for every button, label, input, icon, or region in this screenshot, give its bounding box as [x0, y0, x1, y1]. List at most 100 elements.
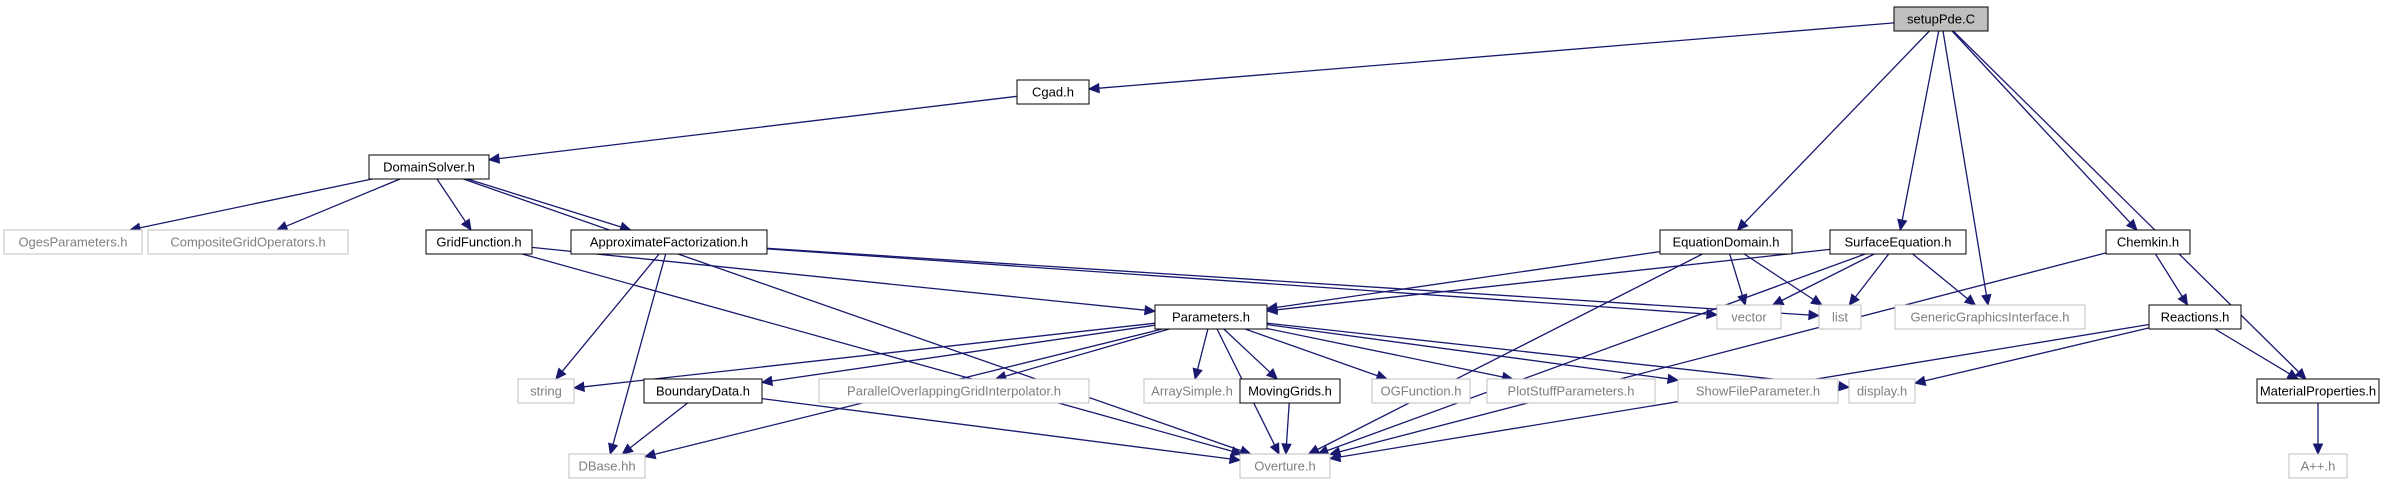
node-box — [1239, 378, 1341, 404]
node-box — [818, 378, 1090, 404]
node-label: EquationDomain.h — [1673, 235, 1780, 250]
edge-line — [1098, 22, 1895, 89]
edge-line — [1729, 253, 1744, 296]
node-Chemkin[interactable]: Chemkin.h — [2105, 229, 2191, 255]
arrowhead-icon — [1771, 295, 1785, 306]
node-label: MovingGrids.h — [1248, 384, 1332, 399]
edge-Parameters-to-display — [1266, 322, 1851, 392]
arrowhead-icon — [1192, 367, 1203, 381]
edge-MaterialProperties-to-App — [2312, 403, 2324, 456]
edge-setupPde-to-GenericGraphicsInterface — [1942, 30, 1992, 307]
node-label: ArraySimple.h — [1151, 384, 1233, 399]
node-DomainSolver[interactable]: DomainSolver.h — [368, 154, 490, 180]
arrowhead-icon — [1808, 309, 1821, 321]
edge-line — [612, 253, 667, 445]
node-Cgad[interactable]: Cgad.h — [1016, 79, 1090, 105]
node-setupPde[interactable]: setupPde.C — [1893, 6, 1989, 32]
node-string: string — [517, 378, 575, 404]
edge-ApproximateFactorization-to-DBase — [608, 253, 667, 456]
node-label: DBase.hh — [578, 459, 635, 474]
arrowhead-icon — [1981, 293, 1992, 307]
node-box — [1818, 304, 1862, 330]
node-ApproximateFactorization[interactable]: ApproximateFactorization.h — [570, 229, 768, 255]
node-Overture: Overture.h — [1239, 453, 1331, 479]
node-box — [1154, 304, 1268, 330]
arrowhead-icon — [1838, 380, 1851, 392]
arrowhead-icon — [1848, 293, 1860, 306]
edge-ApproximateFactorization-to-list — [766, 247, 1821, 321]
arrowhead-icon — [487, 153, 501, 164]
node-label: Reactions.h — [2161, 310, 2230, 325]
node-label: display.h — [1857, 384, 1907, 399]
edge-line — [1266, 327, 1503, 378]
edge-setupPde-to-Cgad — [1087, 22, 1895, 94]
node-label: A++.h — [2301, 459, 2336, 474]
node-BoundaryData[interactable]: BoundaryData.h — [643, 378, 763, 404]
edge-ApproximateFactorization-to-vector — [766, 248, 1719, 320]
node-MovingGrids[interactable]: MovingGrids.h — [1239, 378, 1341, 404]
edge-MovingGrids-to-Overture — [1281, 402, 1292, 456]
edge-line — [1276, 248, 1831, 311]
edge-Reactions-to-MaterialProperties — [2214, 328, 2300, 380]
edge-line — [436, 178, 467, 223]
edge-line — [2154, 253, 2183, 297]
node-SurfaceEquation[interactable]: SurfaceEquation.h — [1829, 229, 1967, 255]
edge-DomainSolver-to-Overture — [463, 178, 1252, 456]
node-label: CompositeGridOperators.h — [170, 235, 325, 250]
arrowhead-icon — [2294, 367, 2307, 380]
edge-EquationDomain-to-vector — [1729, 253, 1748, 307]
node-box — [1016, 79, 1090, 105]
arrowhead-icon — [275, 221, 289, 231]
node-list: list — [1818, 304, 1862, 330]
edge-Parameters-to-OGFunction — [1244, 328, 1389, 381]
node-box — [1829, 229, 1967, 255]
arrowhead-icon — [460, 218, 472, 232]
node-label: list — [1832, 310, 1848, 325]
edge-Parameters-to-MovingGrids — [1223, 328, 1279, 380]
node-label: ApproximateFactorization.h — [590, 235, 748, 250]
node-label: Cgad.h — [1032, 85, 1074, 100]
edge-Chemkin-to-Reactions — [2154, 253, 2189, 307]
edge-line — [1924, 327, 2150, 382]
node-box — [3, 229, 143, 255]
node-box — [1677, 378, 1839, 404]
node-GenericGraphicsInterface: GenericGraphicsInterface.h — [1894, 304, 2086, 330]
arrowhead-icon — [1269, 442, 1280, 456]
arrowhead-icon — [555, 367, 567, 380]
edge-Parameters-to-ShowFileParameter — [1266, 323, 1680, 384]
edge-line — [766, 247, 1810, 316]
node-EquationDomain[interactable]: EquationDomain.h — [1659, 229, 1793, 255]
node-box — [1716, 304, 1782, 330]
node-ShowFileParameter: ShowFileParameter.h — [1677, 378, 1839, 404]
node-Parameters[interactable]: Parameters.h — [1154, 304, 1268, 330]
node-MaterialProperties[interactable]: MaterialProperties.h — [2256, 378, 2380, 404]
edge-line — [285, 178, 401, 227]
edge-line — [1326, 253, 1866, 452]
node-label: Overture.h — [1254, 459, 1315, 474]
edge-EquationDomain-to-Parameters — [1265, 250, 1661, 313]
node-box — [1659, 229, 1793, 255]
edge-SurfaceEquation-to-GenericGraphicsInterface — [1912, 253, 1977, 306]
arrowhead-icon — [1230, 446, 1243, 457]
edge-Parameters-to-BoundaryData — [760, 324, 1156, 387]
edge-line — [1912, 253, 1968, 300]
node-display: display.h — [1848, 378, 1916, 404]
edge-DomainSolver-to-GridFunction — [436, 178, 472, 232]
arrowhead-icon — [2177, 293, 2189, 307]
node-Reactions[interactable]: Reactions.h — [2148, 304, 2242, 330]
arrowhead-icon — [1144, 304, 1157, 316]
arrowhead-icon — [1087, 82, 1100, 94]
node-box — [1893, 6, 1989, 32]
node-GridFunction[interactable]: GridFunction.h — [425, 229, 533, 255]
node-label: GenericGraphicsInterface.h — [1911, 310, 2070, 325]
edge-line — [1901, 30, 1940, 221]
edge-Chemkin-to-Overture — [1328, 252, 2107, 457]
node-box — [425, 229, 533, 255]
nodes-layer: setupPde.CCgad.hDomainSolver.hOgesParame… — [3, 6, 2380, 479]
edge-line — [761, 397, 1231, 460]
node-box — [2256, 378, 2380, 404]
node-label: Chemkin.h — [2117, 235, 2179, 250]
node-ParallelOverlapping: ParallelOverlappingGridInterpolator.h — [818, 378, 1090, 404]
edge-line — [1285, 402, 1290, 445]
edge-line — [629, 402, 688, 449]
